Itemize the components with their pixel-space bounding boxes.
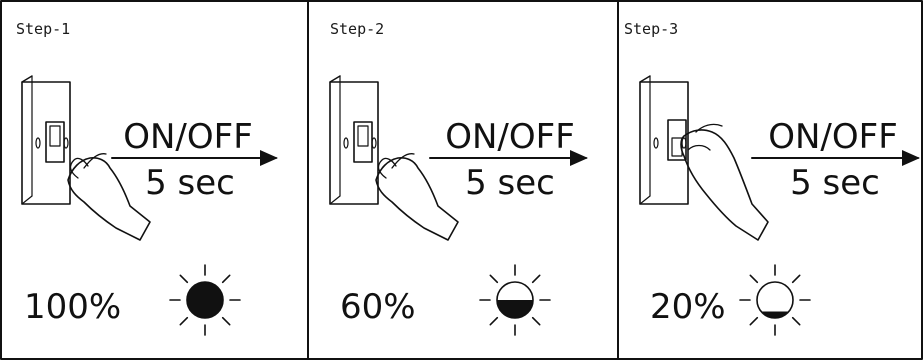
brightness-bulb-icon	[740, 265, 810, 335]
bulb-ray	[223, 275, 230, 282]
panel-step-2: Step-2 ON/OFF 5 sec 60%	[330, 1, 618, 359]
bulb-ray	[223, 318, 230, 325]
step-label: Step-2	[330, 20, 384, 38]
bulb-ray	[750, 275, 757, 282]
duration-label: 5 sec	[790, 163, 880, 203]
bulb-ray	[533, 318, 540, 325]
bulb-ray	[793, 275, 800, 282]
bulb-ray	[490, 275, 497, 282]
bulb-fill	[497, 300, 533, 318]
brightness-value: 100%	[24, 287, 121, 327]
duration-label: 5 sec	[465, 163, 555, 203]
brightness-value: 60%	[340, 287, 416, 327]
light-switch-with-hand	[640, 76, 768, 240]
duration-label: 5 sec	[145, 163, 235, 203]
step-label: Step-1	[16, 20, 70, 38]
brightness-value: 20%	[650, 287, 726, 327]
panel-step-1: Step-1 ON/OFF 5 sec 100%	[16, 1, 308, 359]
panel-step-3: Step-3 ON/OFF 5 sec 20%	[624, 20, 918, 335]
bulb-ray	[180, 275, 187, 282]
on-off-label: ON/OFF	[445, 117, 575, 157]
bulb-ray	[533, 275, 540, 282]
bulb-ray	[793, 318, 800, 325]
step-label: Step-3	[624, 20, 678, 38]
brightness-bulb-icon	[170, 265, 240, 335]
on-off-label: ON/OFF	[123, 117, 253, 157]
on-off-label: ON/OFF	[768, 117, 898, 157]
brightness-bulb-icon	[480, 265, 550, 335]
bulb-ray	[180, 318, 187, 325]
bulb-ray	[750, 318, 757, 325]
bulb-ray	[490, 318, 497, 325]
